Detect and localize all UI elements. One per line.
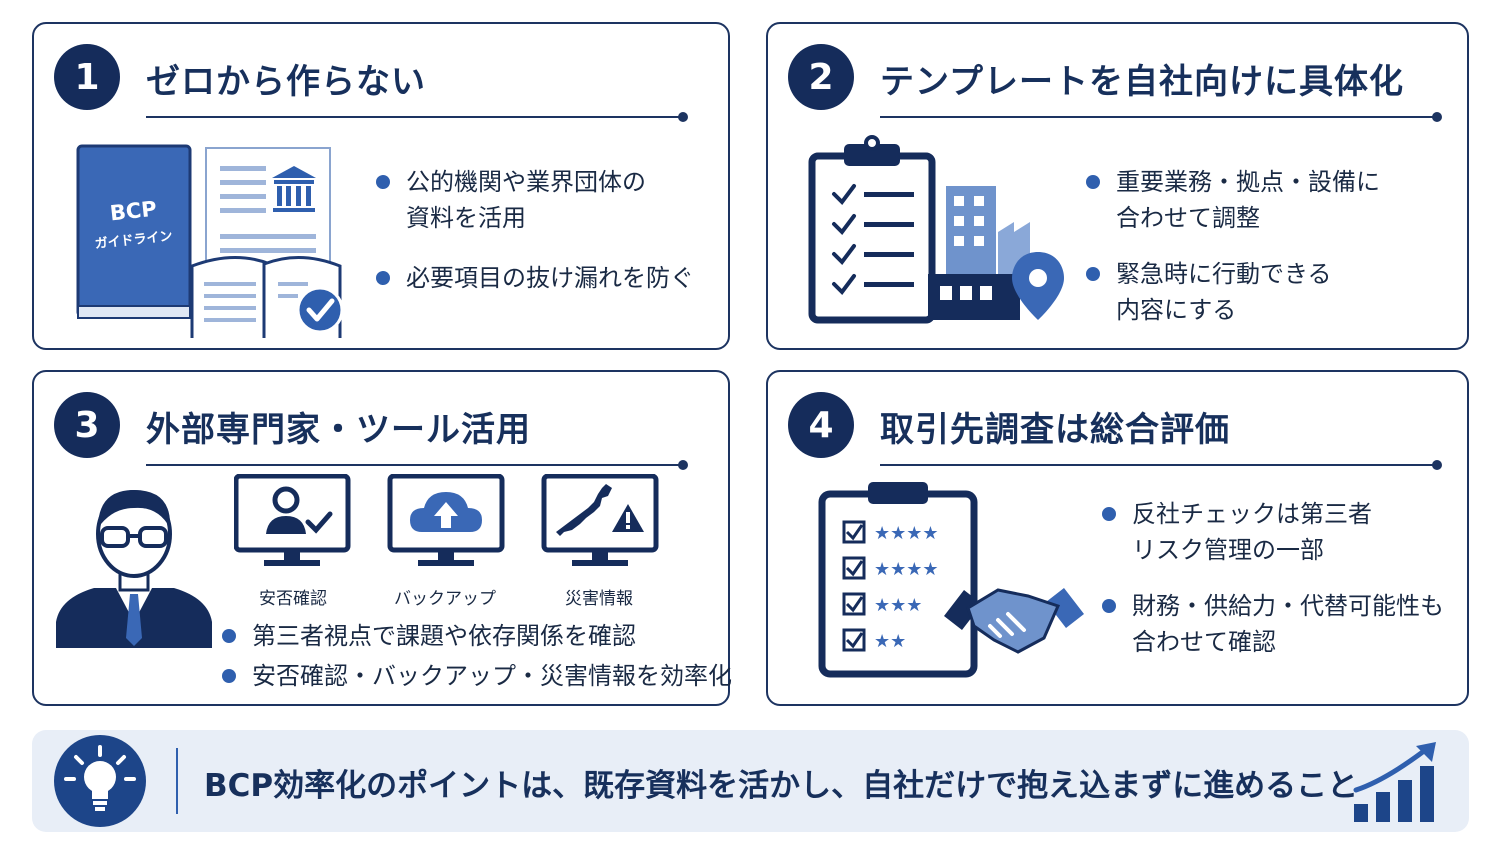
monitor-safety-check	[234, 474, 351, 566]
footer-divider	[176, 748, 178, 814]
title-rule	[146, 460, 688, 470]
card-title: 取引先調査は総合評価	[880, 410, 1230, 450]
location-pin-icon	[1012, 252, 1064, 320]
card-zero-start: 1 ゼロから作らない BCP ガイドライン	[32, 22, 730, 350]
bullet-list: 公的機関や業界団体の 資料を活用 必要項目の抜け漏れを防ぐ	[376, 164, 694, 296]
card-supplier-evaluation: 4 取引先調査は総合評価 ★★★★ ★★★★ ★★★ ★★	[766, 370, 1469, 706]
step-number-4: 4	[788, 392, 854, 458]
bullet-list: 反社チェックは第三者 リスク管理の一部 財務・供給力・代替可能性も 合わせて確認	[1102, 496, 1444, 660]
book-icon: BCP ガイドライン	[76, 144, 192, 319]
star-rating-rows: ★★★★ ★★★★ ★★★ ★★	[874, 523, 939, 652]
title-rule	[146, 112, 688, 122]
summary-footer: BCP効率化のポイントは、既存資料を活かし、自社だけで抱え込まずに進めること	[32, 730, 1469, 832]
bank-icon	[272, 166, 316, 212]
step-number-3: 3	[54, 392, 120, 458]
book-title: BCP	[109, 197, 158, 226]
tool-label: 安否確認	[259, 589, 327, 609]
list-item: 公的機関や業界団体の 資料を活用	[376, 164, 694, 236]
japan-map-icon	[556, 484, 612, 536]
check-badge-icon	[296, 286, 344, 334]
card-external-experts: 3 外部専門家・ツール活用	[32, 370, 732, 706]
list-item: 第三者視点で課題や依存関係を確認	[222, 618, 732, 654]
list-item: 重要業務・拠点・設備に 合わせて調整	[1086, 164, 1380, 236]
bullet-list: 第三者視点で課題や依存関係を確認 安否確認・バックアップ・災害情報を効率化	[222, 618, 732, 694]
footer-summary-text: BCP効率化のポイントは、既存資料を活かし、自社だけで抱え込まずに進めること	[204, 768, 1359, 804]
tool-label: バックアップ	[394, 589, 496, 609]
growth-chart-icon	[1353, 742, 1436, 822]
list-item: 安否確認・バックアップ・災害情報を効率化	[222, 658, 732, 694]
building-icon	[946, 186, 996, 276]
bullet-list: 重要業務・拠点・設備に 合わせて調整 緊急時に行動できる 内容にする	[1086, 164, 1380, 328]
checklist-building-illustration	[808, 135, 1064, 324]
list-item: 必要項目の抜け漏れを防ぐ	[376, 260, 694, 296]
warning-icon	[612, 504, 644, 532]
list-item: 財務・供給力・代替可能性も 合わせて確認	[1102, 588, 1444, 660]
title-rule	[880, 112, 1442, 122]
list-item: 反社チェックは第三者 リスク管理の一部	[1102, 496, 1444, 568]
star-icon: ★★★★	[874, 523, 939, 544]
monitor-disaster-info	[541, 474, 659, 566]
star-icon: ★★★	[874, 595, 922, 616]
person-icon	[56, 490, 212, 648]
card-title: ゼロから作らない	[146, 62, 426, 102]
clipboard-checklist-icon	[808, 135, 936, 324]
rating-handshake-illustration: ★★★★ ★★★★ ★★★ ★★	[818, 482, 1084, 678]
handshake-icon	[944, 588, 1084, 654]
tool-label: 災害情報	[565, 589, 633, 609]
card-title: 外部専門家・ツール活用	[146, 410, 531, 450]
card-template-customize: 2 テンプレートを自社向けに具体化	[766, 22, 1469, 350]
card-title: テンプレートを自社向けに具体化	[880, 62, 1404, 102]
user-check-icon	[266, 486, 333, 534]
clipboard-rating-icon	[818, 482, 978, 678]
step-number-1: 1	[54, 44, 120, 110]
list-item: 緊急時に行動できる 内容にする	[1086, 256, 1380, 328]
monitor-backup	[387, 474, 505, 566]
guideline-documents-illustration: BCP ガイドライン	[76, 144, 344, 338]
tool-monitors	[234, 474, 659, 566]
step-number-2: 2	[788, 44, 854, 110]
star-icon: ★★★★	[874, 559, 939, 580]
star-icon: ★★	[874, 631, 906, 652]
lightbulb-icon	[54, 735, 146, 827]
cloud-upload-icon	[410, 492, 482, 532]
title-rule	[880, 460, 1442, 470]
